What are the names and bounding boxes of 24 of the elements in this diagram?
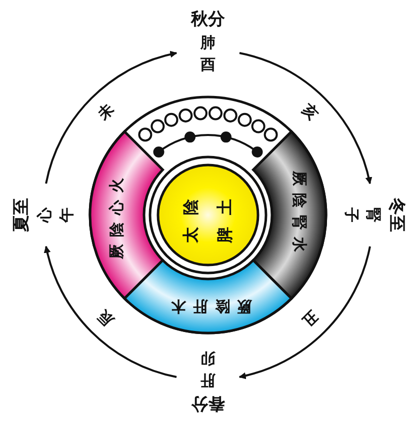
segment-label: 厥陰腎水	[292, 171, 306, 259]
branch-label: 未	[95, 101, 117, 123]
branch-label: 丑	[299, 307, 321, 329]
arrow	[44, 246, 177, 378]
branch-label: 卯	[200, 350, 216, 366]
center-label: 太陰脾土	[180, 186, 235, 245]
branch-label: 午	[60, 208, 74, 222]
organ-label: 腎	[366, 208, 380, 222]
organ-label: 心	[38, 208, 52, 222]
segment-label: 厥陰心火	[110, 171, 124, 259]
arrow	[239, 52, 372, 184]
branch-label: 辰	[95, 307, 117, 329]
season-label: 夏至	[14, 198, 30, 232]
season-label: 秋分	[191, 12, 225, 28]
arrow	[45, 51, 178, 184]
segment-label: 厥陰肝木	[164, 298, 252, 314]
season-label: 春分	[191, 394, 225, 412]
branch-label: 亥	[299, 101, 321, 123]
branch-label: 酉	[200, 58, 216, 72]
branch-label: 子	[344, 208, 358, 222]
season-label: 冬至	[388, 198, 404, 232]
organ-label: 肝	[200, 372, 216, 388]
arrow	[238, 246, 371, 379]
organ-label: 肺	[200, 36, 216, 50]
